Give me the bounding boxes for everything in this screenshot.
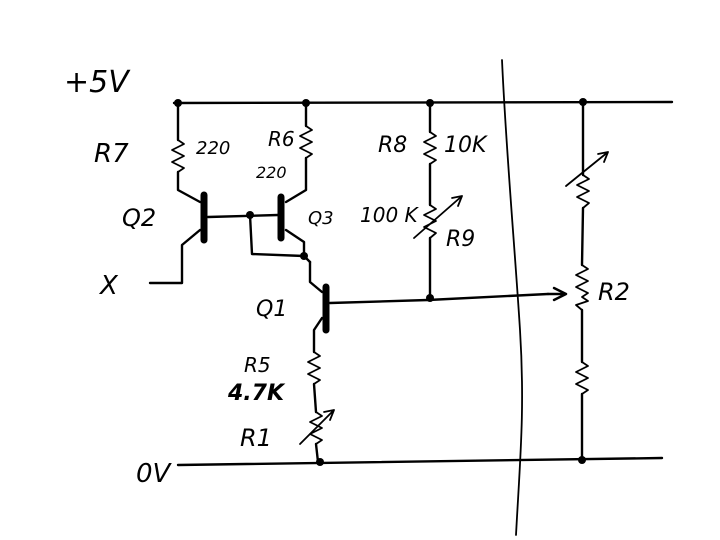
r8-value: 10K xyxy=(444,133,488,158)
q3-collector-lead xyxy=(284,228,312,264)
r9-variable-arrow xyxy=(413,195,463,239)
junction-dot xyxy=(246,211,254,219)
divider-line xyxy=(501,59,523,536)
r6-resistor xyxy=(299,125,313,159)
junction-dot xyxy=(300,252,308,260)
r2-pot-element xyxy=(575,264,589,311)
r7-label: R7 xyxy=(94,139,129,169)
r7-value: 220 xyxy=(196,138,230,159)
r5-resistor xyxy=(307,351,321,385)
r1-label: R1 xyxy=(240,424,272,452)
r1-resistor xyxy=(309,411,323,445)
input-x-label: X xyxy=(98,271,119,301)
r2-mid-wire xyxy=(580,206,585,267)
r8-label: R8 xyxy=(378,133,407,158)
r5-value: 4.7K xyxy=(227,381,286,406)
junction-dot xyxy=(302,99,310,107)
q2-emitter-lead xyxy=(148,228,202,285)
supply-label: +5V xyxy=(64,65,131,100)
ground-rail xyxy=(176,456,664,467)
r7-bottom-wire xyxy=(176,170,202,204)
r9-resistor xyxy=(423,204,437,239)
r2-label: R2 xyxy=(598,278,630,306)
q2-label: Q2 xyxy=(122,204,156,232)
r8-resistor xyxy=(423,131,437,165)
r9-value: 100 K xyxy=(360,203,420,227)
r2-upper-variable-arrow xyxy=(565,151,609,187)
r6-value: 220 xyxy=(256,163,287,182)
r5-r1-wire xyxy=(312,382,318,414)
q3-label: Q3 xyxy=(308,208,334,229)
r6-label: R6 xyxy=(268,127,295,151)
q1-emitter-lead xyxy=(312,316,324,354)
junction-dot xyxy=(426,99,434,107)
r2-upper-variable-resistor xyxy=(576,174,590,209)
junction-dot xyxy=(316,458,324,466)
q1-base-wire xyxy=(328,292,550,305)
junction-dot xyxy=(426,294,434,302)
r2-wiper-arrow xyxy=(546,286,568,302)
junction-dot xyxy=(578,456,586,464)
junction-dot xyxy=(579,98,587,106)
r2-lower-resistor xyxy=(575,361,589,395)
r5-label: R5 xyxy=(244,353,271,377)
supply-rail xyxy=(172,100,674,105)
junction-dot xyxy=(174,99,182,107)
q1-collector-wire xyxy=(308,260,324,294)
ground-label: 0V xyxy=(136,459,173,489)
q2-base-wire xyxy=(206,213,280,219)
r6-bottom-wire xyxy=(284,156,308,204)
q1-label: Q1 xyxy=(256,297,287,322)
q3-diode-link xyxy=(248,213,306,258)
r9-label: R9 xyxy=(446,227,475,252)
r7-resistor xyxy=(171,139,185,173)
r1-variable-arrow xyxy=(299,409,335,445)
